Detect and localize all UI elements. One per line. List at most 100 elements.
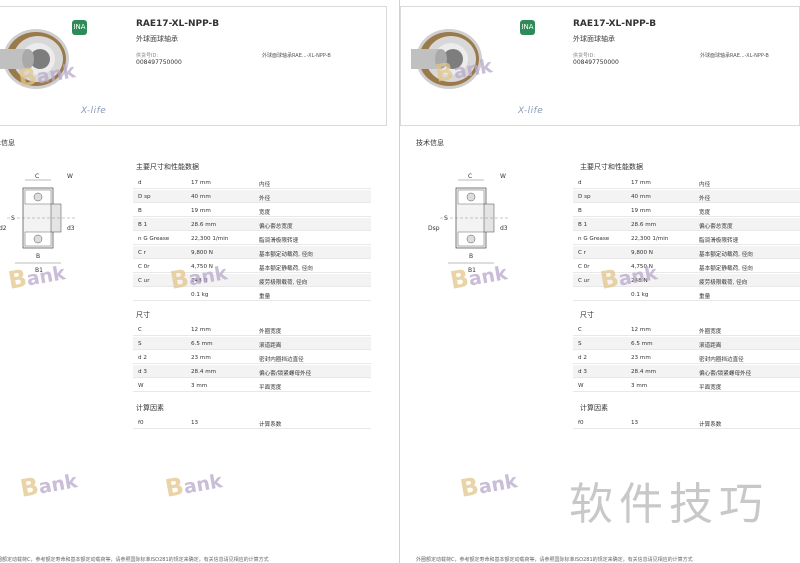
spec-description: 平面宽度 — [259, 385, 282, 391]
spec-value: 23 mm — [631, 355, 651, 361]
tech-info-heading: 技术信息 — [0, 139, 15, 147]
spec-symbol: C ur — [578, 278, 590, 284]
spec-description: 内径 — [699, 182, 711, 188]
spec-description: 偏心套/锁紧螺母外径 — [699, 371, 752, 377]
order-number: 008497750000 — [136, 59, 182, 66]
product-header: INA X-life RAE17-XL-NPP-B 外球面球轴承 供货号ID: … — [0, 6, 387, 126]
spec-symbol: S — [578, 341, 582, 347]
dim-d3-label: d3 — [67, 225, 75, 232]
spec-value: 6.5 mm — [191, 341, 213, 347]
spec-description: 宽度 — [259, 210, 271, 216]
spec-description: 计算系数 — [699, 422, 722, 428]
spec-symbol: B — [578, 208, 582, 214]
spec-description: 内径 — [259, 182, 271, 188]
spec-value: 4,750 N — [631, 264, 653, 270]
spec-value: 13 — [191, 420, 199, 426]
spec-value: 3 mm — [631, 383, 648, 389]
spec-value: 6.5 mm — [631, 341, 653, 347]
order-number: 008497750000 — [573, 59, 619, 66]
dim-b-label: B — [469, 253, 473, 260]
spec-symbol: d 2 — [578, 355, 587, 361]
breadcrumb: 外球面球轴承RAE...-XL-NPP-B — [700, 53, 769, 59]
main-data-title: 主要尺寸和性能数据 — [580, 163, 643, 171]
dimensions-title: 尺寸 — [580, 311, 594, 319]
spec-description: 外圈宽度 — [259, 329, 282, 335]
spec-symbol: D sp — [578, 194, 591, 200]
dim-b1-label: B1 — [35, 267, 43, 274]
spec-description: 偏心套总宽度 — [699, 224, 733, 230]
product-subtitle: 外球面球轴承 — [573, 35, 615, 43]
spec-row: B 1 28.6 mm 偏心套总宽度 — [573, 218, 800, 231]
spec-description: 基本额定静载荷, 径向 — [699, 266, 753, 272]
spec-value: 248 N — [191, 278, 208, 284]
spec-symbol: C 0r — [138, 264, 150, 270]
spec-row: S 6.5 mm 滚道距离 — [133, 337, 371, 350]
bearing-image — [0, 29, 69, 89]
spec-symbol: C 0r — [578, 264, 590, 270]
main-data-title: 主要尺寸和性能数据 — [136, 163, 199, 171]
spec-description: 脂润滑极限转速 — [699, 238, 739, 244]
spec-symbol: d — [578, 180, 582, 186]
spec-value: 17 mm — [631, 180, 651, 186]
document-page-right: INA X-life RAE17-XL-NPP-B 外球面球轴承 供货号ID: … — [400, 0, 800, 563]
spec-value: 23 mm — [191, 355, 211, 361]
spec-value: 22,300 1/min — [191, 236, 229, 242]
spec-symbol: n G Grease — [138, 236, 170, 242]
xlife-label: X-life — [81, 106, 107, 116]
spec-value: 40 mm — [191, 194, 211, 200]
spec-value: 19 mm — [191, 208, 211, 214]
spec-symbol: D sp — [138, 194, 151, 200]
spec-value: 13 — [631, 420, 639, 426]
spec-value: 28.6 mm — [191, 222, 217, 228]
software-tips-watermark: 软件技巧 — [569, 479, 769, 530]
spec-symbol: f0 — [578, 420, 584, 426]
spec-value: 0.1 kg — [631, 292, 649, 298]
spec-symbol: B 1 — [578, 222, 588, 228]
spec-value: 17 mm — [191, 180, 211, 186]
tech-info-heading: 技术信息 — [416, 139, 444, 147]
spec-description: 宽度 — [699, 210, 711, 216]
spec-value: 28.4 mm — [631, 369, 657, 375]
spec-value: 12 mm — [631, 327, 651, 333]
dim-b1-label: B1 — [468, 267, 476, 274]
spec-value: 12 mm — [191, 327, 211, 333]
order-label: 供货号ID: — [573, 53, 596, 59]
spec-value: 248 N — [631, 278, 648, 284]
spec-symbol: W — [138, 383, 144, 389]
dim-w-label: W — [500, 173, 506, 180]
spec-row: B 19 mm 宽度 — [573, 204, 800, 217]
spec-value: 40 mm — [631, 194, 651, 200]
product-model: RAE17-XL-NPP-B — [573, 19, 657, 29]
spec-row: 0.1 kg 重量 — [573, 288, 800, 301]
spec-description: 基本额定动载荷, 径向 — [259, 252, 313, 258]
spec-symbol: d 3 — [578, 369, 587, 375]
spec-row: B 1 28.6 mm 偏心套总宽度 — [133, 218, 371, 231]
spec-value: 28.6 mm — [631, 222, 657, 228]
spec-description: 重量 — [699, 294, 711, 300]
spec-description: 疲劳极限载荷, 径向 — [259, 280, 308, 286]
spec-value: 19 mm — [631, 208, 651, 214]
bearing-cross-section-diagram: C W S Dsp d3 B B1 — [428, 173, 508, 274]
spec-row: C 0r 4,750 N 基本额定静载荷, 径向 — [573, 260, 800, 273]
spec-symbol: d — [138, 180, 142, 186]
spec-description: 偏心套总宽度 — [259, 224, 293, 230]
spec-value: 3 mm — [191, 383, 208, 389]
spec-description: 滚道距离 — [259, 343, 282, 349]
dim-s-label: S — [444, 215, 448, 222]
breadcrumb: 外球面球轴承RAE...-XL-NPP-B — [262, 53, 331, 59]
dim-c-label: C — [35, 173, 39, 180]
spec-symbol: S — [138, 341, 142, 347]
spec-value: 9,800 N — [191, 250, 213, 256]
spec-symbol: n G Grease — [578, 236, 610, 242]
spec-symbol: d 2 — [138, 355, 147, 361]
spec-symbol: B 1 — [138, 222, 148, 228]
spec-symbol: C — [578, 327, 582, 333]
